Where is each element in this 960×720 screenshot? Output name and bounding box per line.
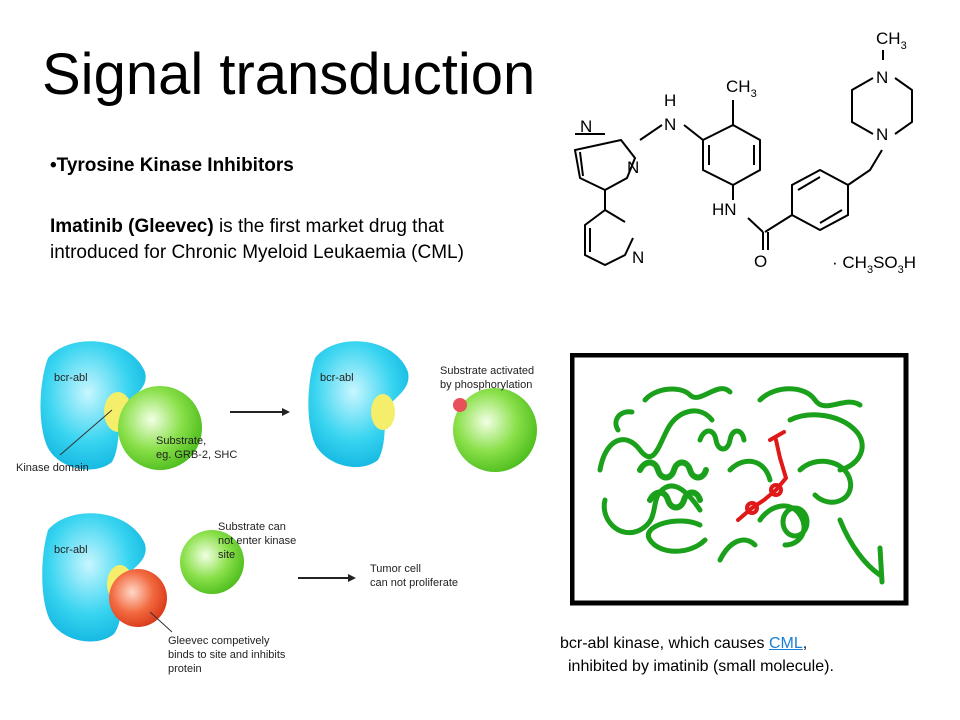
gleevec-label-3: protein (168, 663, 202, 675)
imatinib-ligand (736, 430, 789, 522)
drug-description: Imatinib (Gleevec) is the first market d… (50, 214, 520, 266)
pyridine-n: N (632, 248, 644, 267)
protein-ribbon (597, 386, 885, 585)
bcr-abl-kinase-1 (40, 341, 146, 470)
gleevec-molecule (109, 569, 167, 627)
amine-n: N (664, 115, 676, 134)
gleevec-label-2: binds to site and inhibits (168, 649, 286, 661)
kinase-domain-label: Kinase domain (16, 462, 89, 474)
activated-label-1: Substrate activated (440, 365, 534, 377)
amide-hn: HN (712, 200, 737, 219)
bcr-abl-kinase-2 (308, 341, 409, 468)
salt-sub-1: 3 (867, 264, 873, 276)
slide-title: Signal transduction (42, 42, 536, 107)
figure-caption: bcr-abl kinase, which causes CML, inhibit… (560, 632, 940, 678)
caption-line1-post: , (802, 635, 808, 652)
top-methyl-sub: 3 (901, 40, 907, 52)
kinase-pointer (59, 409, 113, 456)
substrate-blocked (180, 530, 244, 594)
drug-text: is the first market drug that introduced… (50, 216, 464, 263)
bcr-abl-label-3: bcr-abl (54, 544, 88, 556)
amine-h: H (664, 91, 676, 110)
activated-label-2: by phosphorylation (440, 379, 532, 391)
bullet-heading: •Tyrosine Kinase Inhibitors (50, 155, 294, 176)
cannot-label-2: not enter kinase (218, 535, 296, 547)
mesylate-salt: · CH3SO3H (832, 253, 916, 276)
gleevec-label-1: Gleevec competively (168, 635, 270, 647)
protein-structure-image (570, 353, 909, 606)
substrate-label-2: eg. GRB-2, SHC (156, 449, 237, 461)
tumor-label-1: Tumor cell (370, 563, 421, 575)
ring-methyl: CH3 (726, 77, 757, 100)
arrow-head-1 (282, 408, 290, 416)
tumor-label-2: can not proliferate (370, 577, 458, 589)
amide-o: O (754, 252, 767, 271)
caption-line1-pre: bcr-abl kinase, which causes (560, 635, 769, 652)
drug-name: Imatinib (Gleevec) (50, 216, 214, 237)
caption-line2: inhibited by imatinib (small molecule). (568, 658, 834, 675)
salt-so: SO (873, 253, 898, 272)
kinase-site-2 (371, 394, 395, 430)
salt-h: H (904, 253, 916, 272)
pyrimidine-n1: N (580, 117, 592, 136)
ring-methyl-sub: 3 (751, 88, 757, 100)
cannot-label-1: Substrate can (218, 521, 286, 533)
substrate-label-1: Substrate, (156, 435, 206, 447)
piperazine-n-top: N (876, 68, 888, 87)
bcr-abl-label-2: bcr-abl (320, 372, 354, 384)
image-frame (570, 353, 909, 606)
salt-sub-2: 3 (898, 264, 904, 276)
piperazine-n-bottom: N (876, 125, 888, 144)
phosphate (453, 398, 467, 412)
top-methyl: CH3 (876, 29, 907, 52)
mechanism-diagram: bcr-abl Substrate, eg. GRB-2, SHC Kinase… (16, 341, 537, 675)
top-methyl-ch: CH (876, 29, 901, 48)
substrate-1 (118, 386, 202, 470)
imatinib-structure: N N N H N CH3 HN O CH3 N N · CH3SO3H (573, 29, 916, 276)
arrow-head-2 (348, 574, 356, 582)
pyrimidine-n2: N (627, 158, 639, 177)
bcr-abl-label-1: bcr-abl (54, 372, 88, 384)
gleevec-pointer (149, 611, 173, 633)
substrate-activated (453, 388, 537, 472)
cml-link[interactable]: CML (768, 635, 803, 652)
cannot-label-3: site (218, 549, 235, 561)
salt-ch: · CH (832, 253, 867, 272)
ring-methyl-ch: CH (726, 77, 751, 96)
